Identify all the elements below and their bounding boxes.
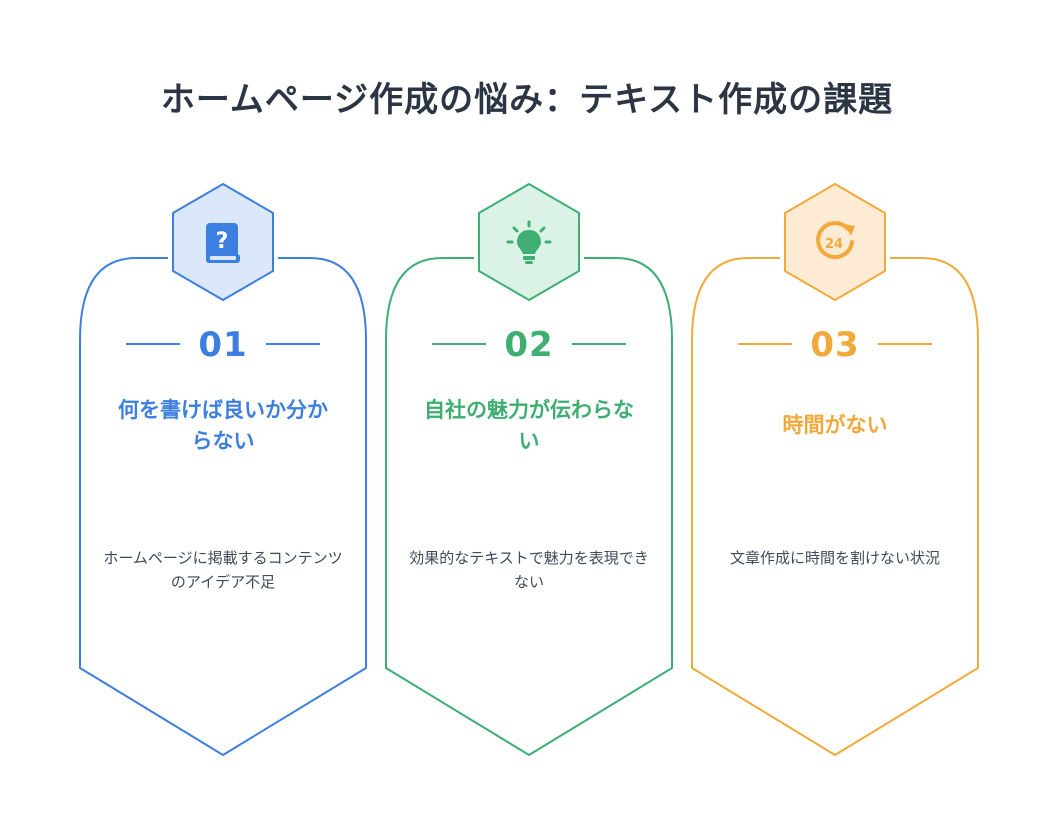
card-number: 01 — [198, 325, 248, 365]
card-frame — [691, 183, 979, 756]
card-heading: 何を書けば良いか分からない — [118, 398, 328, 453]
card-heading: 時間がない — [782, 413, 888, 437]
card-description: 効果的なテキストで魅力を表現できない — [409, 549, 649, 591]
card-description: ホームページに掲載するコンテンツのアイデア不足 — [103, 549, 343, 591]
book-question-icon: ? — [206, 223, 240, 263]
card-number: 03 — [810, 325, 860, 365]
card-heading: 自社の魅力が伝わらない — [424, 398, 634, 453]
divider-right — [572, 343, 626, 345]
divider-right — [266, 343, 320, 345]
svg-text:?: ? — [216, 229, 229, 254]
card-3: 24 03 時間がない 文章作成に時間を割けない状況 — [690, 180, 980, 760]
divider-left — [126, 343, 180, 345]
card-1: ? 01 何を書けば良いか分からない ホームページに掲載するコンテンツのアイデア… — [78, 180, 368, 760]
page-title: ホームページ作成の悩み：テキスト作成の課題 — [160, 80, 894, 120]
card-number: 02 — [504, 325, 554, 365]
divider-left — [432, 343, 486, 345]
card-2: 02 自社の魅力が伝わらない 効果的なテキストで魅力を表現できない — [384, 180, 674, 760]
clock-24-icon: 24 — [816, 221, 855, 260]
card-description: 文章作成に時間を割けない状況 — [729, 549, 940, 567]
divider-right — [878, 343, 932, 345]
svg-text:24: 24 — [825, 237, 843, 252]
lightbulb-icon — [506, 220, 552, 264]
divider-left — [738, 343, 792, 345]
